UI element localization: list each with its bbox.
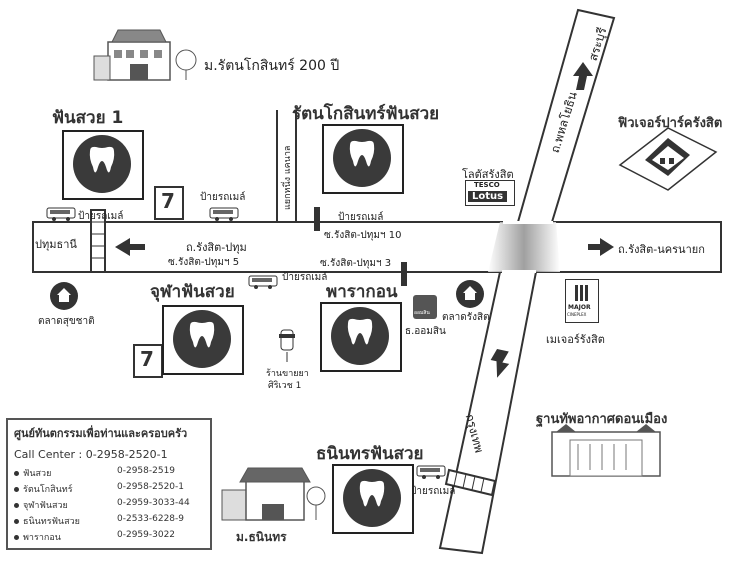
soi-3-label: ซ.รังสิต-ปทุมฯ 3 xyxy=(320,258,392,269)
legend-row: รัตนโกสินทร์0-2958-2520-1 xyxy=(14,482,204,496)
footbridge-left xyxy=(90,209,106,273)
lotus-label: โลตัสรังสิต xyxy=(462,168,514,181)
clinic-2-title: รัตนโกสินทร์ฟันสวย xyxy=(292,104,440,124)
bus-icon xyxy=(46,207,76,221)
clinic-1-title: ฟันสวย 1 xyxy=(52,108,124,128)
savings-bank-label: ธ.ออมสิน xyxy=(405,326,446,337)
thanin-building-icon xyxy=(221,467,326,521)
bus-icon xyxy=(248,275,278,289)
soi-5-label: ซ.รังสิต-ปทุมฯ 5 xyxy=(168,257,240,268)
seven-eleven-logo-icon: 7 xyxy=(133,344,163,378)
pharmacy-label-line2: ศิริเวช 1 xyxy=(268,381,302,391)
market-north-label: ตลาดรังสิต xyxy=(442,312,490,323)
major-label: เมเจอร์รังสิต xyxy=(546,333,605,346)
clinic-3-title: จุฬาฟันสวย xyxy=(150,282,235,302)
future-park-label: ฟิวเจอร์ปาร์ครังสิต xyxy=(618,116,723,131)
pathum-thani-label: ปทุมธานี xyxy=(35,238,77,251)
market-south-label: ตลาดสุขชาติ xyxy=(38,316,95,327)
major-logo-icon: MAJOR CINEPLEX xyxy=(565,279,599,323)
clinic-4-title: พารากอน xyxy=(326,282,398,302)
soi-3-marker xyxy=(401,262,407,286)
contact-legend: ศูนย์ทันตกรรมเพื่อท่านและครอบครัว Call C… xyxy=(6,418,212,550)
bus-stop-label: ป้ายรถเมล์ xyxy=(78,211,124,222)
market-south-pin-icon xyxy=(50,282,78,310)
arrow-west xyxy=(115,238,145,256)
pharmacy-label-line1: ร้านขายยา xyxy=(266,369,309,379)
tooth-icon xyxy=(349,140,375,167)
bus-stop-label: ป้ายรถเมล์ xyxy=(410,486,456,497)
clinic-3-marker[interactable] xyxy=(162,305,244,375)
legend-title: ศูนย์ทันตกรรมเพื่อท่านและครอบครัว xyxy=(14,427,188,440)
clinic-2-marker[interactable] xyxy=(322,124,404,194)
footbridge-south xyxy=(444,468,497,497)
junction-shading xyxy=(488,222,560,272)
airbase-building-icon xyxy=(551,424,661,477)
arrow-south xyxy=(490,349,510,378)
clinic-1-marker[interactable] xyxy=(62,130,144,200)
arrow-east xyxy=(588,238,614,256)
savings-bank-logo-icon: ออมสิน xyxy=(413,295,437,319)
bus-stop-label: ป้ายรถเมล์ xyxy=(282,272,328,283)
tooth-icon xyxy=(189,321,215,348)
bus-icon xyxy=(209,207,239,221)
arrow-north xyxy=(573,62,593,90)
bus-stop-label: ป้ายรถเมล์ xyxy=(338,212,384,223)
airbase-label: ฐานทัพอากาศดอนเมือง xyxy=(536,412,668,427)
canal-label: แยกหนึ่ง แคนาล xyxy=(283,145,293,210)
pharmacy-icon xyxy=(279,329,295,362)
future-park-building-icon xyxy=(618,127,718,191)
tooth-icon xyxy=(89,146,115,173)
market-north-pin-icon xyxy=(456,280,484,308)
clinic-4-marker[interactable] xyxy=(320,302,402,372)
thanin-univ-label: ม.ธนินทร xyxy=(236,530,287,544)
bus-stop-label: ป้ายรถเมล์ xyxy=(200,192,246,203)
soi-10-marker xyxy=(314,207,320,231)
university-label: ม.รัตนโกสินทร์ 200 ปี xyxy=(204,58,340,74)
seven-eleven-logo-icon: 7 xyxy=(154,186,184,220)
tooth-icon xyxy=(359,480,385,507)
lotus-logo: TESCO Lotus xyxy=(465,180,515,206)
clinic-5-marker[interactable] xyxy=(332,464,414,534)
rangsit-nakhon-road-label: ถ.รังสิต-นครนายก xyxy=(618,243,705,256)
university-building-icon xyxy=(93,29,197,81)
tooth-icon xyxy=(347,318,373,345)
call-center: Call Center : 0-2958-2520-1 xyxy=(14,448,168,461)
clinic-5-title: ธนินทรฟันสวย xyxy=(316,444,424,464)
rangsit-pathum-road-label: ถ.รังสิต-ปทุม xyxy=(186,241,247,254)
soi-10-label: ซ.รังสิต-ปทุมฯ 10 xyxy=(324,230,402,241)
bus-icon xyxy=(416,465,446,479)
